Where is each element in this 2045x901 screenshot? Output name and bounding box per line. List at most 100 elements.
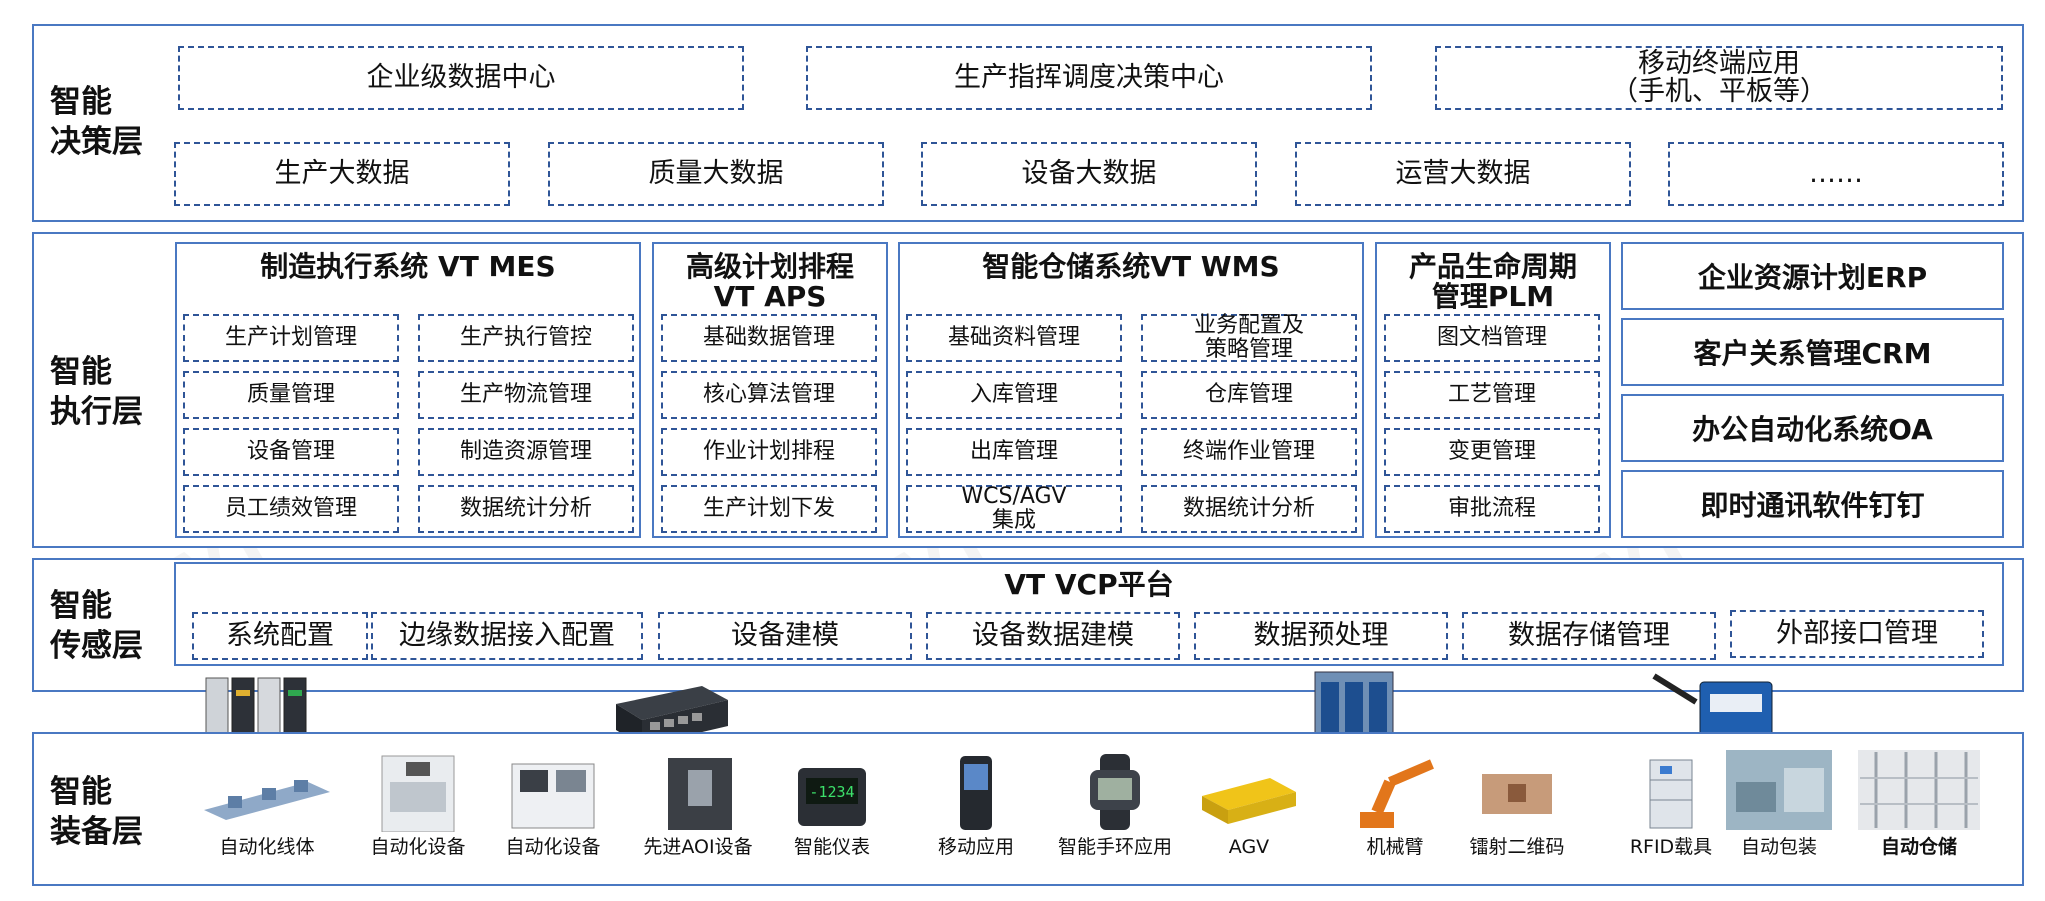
equipment-label: 自动包装 xyxy=(1740,836,1817,858)
equipment-item-robot-arm: 机械臂 xyxy=(1340,748,1450,862)
mes-production-control[interactable]: 生产执行管控 xyxy=(418,314,634,362)
equipment-item-wristband: 智能手环应用 xyxy=(1050,752,1180,862)
enterprise-data-center[interactable]: 企业级数据中心 xyxy=(178,46,744,110)
command-decision-center[interactable]: 生产指挥调度决策中心 xyxy=(806,46,1372,110)
sensing-system-config[interactable]: 系统配置 xyxy=(192,612,368,660)
sensing-device-modeling[interactable]: 设备建模 xyxy=(658,612,912,660)
quality-big-data[interactable]: 质量大数据 xyxy=(548,142,884,206)
wms-business-config[interactable]: 业务配置及 策略管理 xyxy=(1141,314,1357,362)
equipment-item-rfid-carrier: RFID载具 xyxy=(1616,752,1726,862)
plc-modules-icon xyxy=(205,677,307,749)
decision-layer-title: 智能 决策层 xyxy=(50,84,143,160)
equipment-big-data[interactable]: 设备大数据 xyxy=(921,142,1257,206)
equipment-item-automation-device-1: 自动化设备 xyxy=(366,752,470,862)
wristband-icon xyxy=(1090,754,1140,830)
agv-icon xyxy=(1202,778,1296,824)
wms-statistics[interactable]: 数据统计分析 xyxy=(1141,485,1357,533)
equipment-item-auto-warehouse: 自动仓储 xyxy=(1856,748,1982,862)
equipment-item-aoi-device: 先进AOI设备 xyxy=(636,752,760,862)
wms-panel xyxy=(898,242,1364,538)
aps-core-algorithm[interactable]: 核心算法管理 xyxy=(661,371,877,419)
sensing-storage[interactable]: 数据存储管理 xyxy=(1462,612,1716,660)
equipment-item-automation-line: 自动化线体 xyxy=(198,752,336,862)
equipment-label: 自动化设备 xyxy=(370,836,466,858)
production-big-data[interactable]: 生产大数据 xyxy=(174,142,510,206)
crm-box[interactable]: 客户关系管理CRM xyxy=(1621,318,2004,386)
plm-title: 产品生命周期 管理PLM xyxy=(1408,250,1577,313)
erp-box[interactable]: 企业资源计划ERP xyxy=(1621,242,2004,310)
meter-display: -1234 xyxy=(809,783,854,801)
automation-line-icon xyxy=(204,780,330,820)
sensing-edge-access[interactable]: 边缘数据接入配置 xyxy=(371,612,643,660)
aps-plan-release[interactable]: 生产计划下发 xyxy=(661,485,877,533)
mes-logistics[interactable]: 生产物流管理 xyxy=(418,371,634,419)
more-big-data[interactable]: …… xyxy=(1668,142,2004,206)
equipment-label: RFID载具 xyxy=(1629,836,1713,858)
mes-production-plan[interactable]: 生产计划管理 xyxy=(183,314,399,362)
mobile-device-icon xyxy=(960,756,992,830)
aoi-device-icon xyxy=(668,758,732,830)
plm-approval[interactable]: 审批流程 xyxy=(1384,485,1600,533)
mes-resources[interactable]: 制造资源管理 xyxy=(418,428,634,476)
vcp-platform-panel xyxy=(174,562,2004,666)
equipment-label: AGV xyxy=(1228,836,1270,858)
wms-title: 智能仓储系统VT WMS xyxy=(982,250,1280,283)
dtu-gateway-image xyxy=(1648,672,1776,750)
plm-panel xyxy=(1375,242,1611,538)
robot-arm-icon xyxy=(1360,759,1434,828)
wms-terminal-ops[interactable]: 终端作业管理 xyxy=(1141,428,1357,476)
mes-quality[interactable]: 质量管理 xyxy=(183,371,399,419)
aps-title: 高级计划排程 VT APS xyxy=(685,250,854,313)
equipment-label: 自动仓储 xyxy=(1880,836,1957,858)
aps-basic-data[interactable]: 基础数据管理 xyxy=(661,314,877,362)
plm-change[interactable]: 变更管理 xyxy=(1384,428,1600,476)
auto-warehouse-icon xyxy=(1858,750,1980,830)
laser-qr-icon xyxy=(1482,774,1552,814)
mes-equipment[interactable]: 设备管理 xyxy=(183,428,399,476)
operation-big-data[interactable]: 运营大数据 xyxy=(1295,142,1631,206)
wms-inbound[interactable]: 入库管理 xyxy=(906,371,1122,419)
mobile-terminal-app[interactable]: 移动终端应用 （手机、平板等） xyxy=(1435,46,2003,110)
plm-documents[interactable]: 图文档管理 xyxy=(1384,314,1600,362)
oa-box[interactable]: 办公自动化系统OA xyxy=(1621,394,2004,462)
plm-process[interactable]: 工艺管理 xyxy=(1384,371,1600,419)
equipment-label: 先进AOI设备 xyxy=(643,836,753,858)
equipment-item-laser-qr: 镭射二维码 xyxy=(1462,752,1572,862)
equipment-label: 移动应用 xyxy=(937,836,1014,858)
mes-panel xyxy=(175,242,641,538)
smart-meter-icon: -1234 xyxy=(798,768,866,826)
wms-wcs-agv[interactable]: WCS/AGV 集成 xyxy=(906,485,1122,533)
sensing-preprocessing[interactable]: 数据预处理 xyxy=(1194,612,1448,660)
equipment-label: 自动化线体 xyxy=(219,836,315,858)
equipment-label: 镭射二维码 xyxy=(1469,836,1565,858)
im-box[interactable]: 即时通讯软件钉钉 xyxy=(1621,470,2004,538)
automation-device-icon xyxy=(511,763,595,829)
mes-employee-performance[interactable]: 员工绩效管理 xyxy=(183,485,399,533)
plc-modules-image xyxy=(202,676,310,750)
equipment-label: 自动化设备 xyxy=(505,836,601,858)
auto-packaging-icon xyxy=(1726,750,1832,830)
execution-layer-title: 智能 执行层 xyxy=(50,354,143,430)
mes-title: 制造执行系统 VT MES xyxy=(260,250,556,283)
equipment-item-automation-device-2: 自动化设备 xyxy=(498,752,608,862)
sensing-external-interface[interactable]: 外部接口管理 xyxy=(1730,610,1984,658)
equipment-label: 机械臂 xyxy=(1366,836,1424,858)
automation-device-icon xyxy=(381,755,455,833)
equipment-layer-title: 智能 装备层 xyxy=(50,774,143,850)
wms-warehouse[interactable]: 仓库管理 xyxy=(1141,371,1357,419)
rfid-carrier-icon xyxy=(1649,759,1693,829)
wms-outbound[interactable]: 出库管理 xyxy=(906,428,1122,476)
wms-basic-info[interactable]: 基础资料管理 xyxy=(906,314,1122,362)
dtu-gateway-icon xyxy=(1652,673,1773,747)
equipment-item-agv: AGV xyxy=(1196,752,1302,862)
vcp-platform-title: VT VCP平台 xyxy=(1004,568,1174,601)
aps-panel xyxy=(652,242,888,538)
equipment-item-mobile-app: 移动应用 xyxy=(926,752,1026,862)
equipment-label: 智能手环应用 xyxy=(1057,836,1172,858)
equipment-label: 智能仪表 xyxy=(793,836,870,858)
sensing-device-data-modeling[interactable]: 设备数据建模 xyxy=(926,612,1180,660)
aps-job-scheduling[interactable]: 作业计划排程 xyxy=(661,428,877,476)
equipment-item-auto-packaging: 自动包装 xyxy=(1724,748,1834,862)
mes-statistics[interactable]: 数据统计分析 xyxy=(418,485,634,533)
sensing-layer-title: 智能 传感层 xyxy=(50,588,143,664)
